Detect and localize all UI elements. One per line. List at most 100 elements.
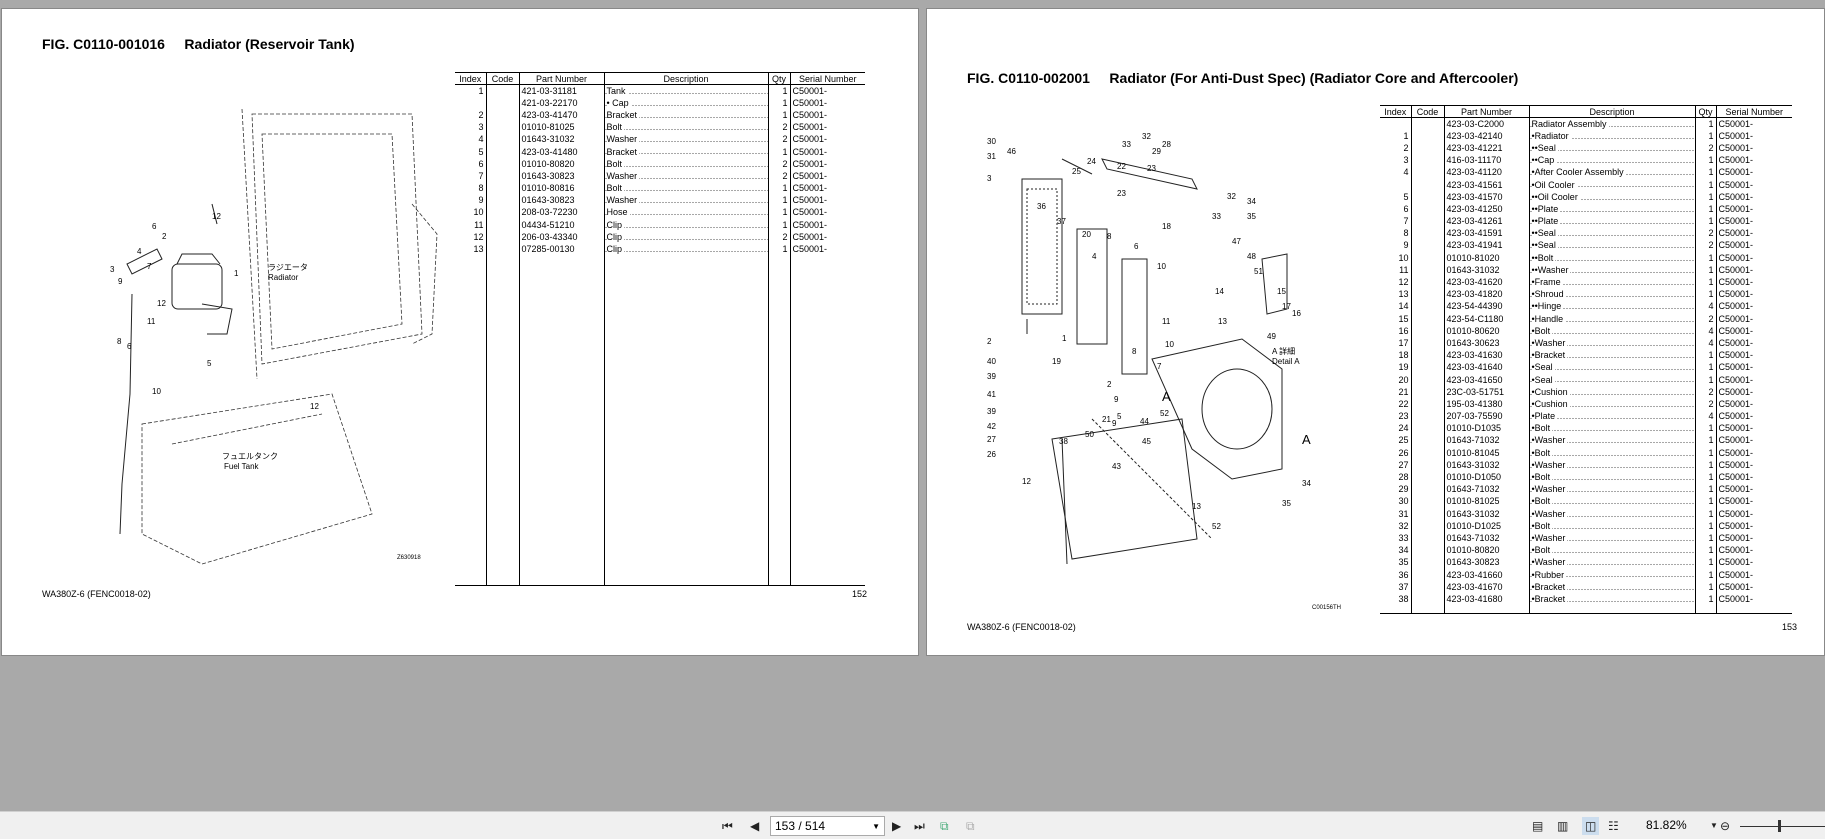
cell-qty: 1 [767,242,790,256]
cell-sn: C50001- [1715,470,1792,484]
two-page-continuous-icon[interactable]: ☷ [1608,819,1619,833]
cell-idx: 8 [478,183,484,194]
cell-desc: •Washer [1528,336,1695,350]
callout-number: 13 [1218,317,1227,326]
cell-desc: •Bolt [1528,544,1695,557]
callout-number: 7 [1157,362,1162,371]
cell-code [1410,446,1444,459]
cell-code [485,242,519,256]
description-text: •Washer [1531,337,1568,348]
cell-code [1410,141,1444,155]
cell-sn: C50001- [1715,312,1792,325]
column-header: Description [1528,105,1695,118]
description-text: Washer [606,134,640,145]
cell-code [1410,531,1444,545]
rotate-page-icon[interactable]: ⧉ [940,819,949,833]
first-page-button[interactable]: ⏮ [722,819,733,833]
callout-number: 12 [212,212,221,221]
cell-idx: 36 [1398,569,1409,580]
cell-code [1410,263,1444,276]
last-page-button[interactable]: ⏭ [914,819,925,833]
description-text: •Rubber [1531,569,1567,580]
cell-pn: 423-03-41680 [1443,592,1529,605]
cell-code [1410,580,1444,593]
callout-number: 9 [1112,419,1117,428]
next-page-button[interactable]: ▶ [892,819,902,833]
callout-number: 29 [1152,147,1161,156]
cell-pn: 01643-30823 [1443,556,1529,569]
description-text: •Bracket [1531,350,1568,361]
zoom-slider[interactable] [1740,826,1825,827]
cell-desc: Washer [603,194,768,207]
cell-code [1410,239,1444,252]
callout-number: 10 [1157,262,1166,271]
two-page-view-icon[interactable]: ◫ [1582,817,1600,835]
description-text: •Oil Cooler [1531,179,1577,190]
continuous-view-icon[interactable]: ▥ [1557,819,1569,833]
callout-number: 39 [987,372,996,381]
cell-pn: 01643-71032 [1443,531,1529,545]
cell-pn: 01643-71032 [1443,483,1529,496]
single-page-view-icon[interactable]: ▤ [1532,819,1544,833]
callout-number: 31 [987,152,996,161]
callout-number: 40 [987,357,996,366]
cell-desc: •Bracket [1528,349,1695,362]
zoom-level[interactable]: 81.82% [1646,818,1687,832]
cell-code [1410,349,1444,362]
zoom-out-icon[interactable]: ⊖ [1720,819,1731,833]
callout-number: 28 [1162,140,1171,149]
cell-qty: 1 [1694,495,1716,508]
description-text: Washer [606,170,640,181]
cell-desc: Clip [603,230,768,243]
cell-desc: •Bolt [1528,446,1695,459]
cell-pn: 01643-30823 [518,169,604,182]
cell-qty: 1 [1694,470,1716,484]
callout-number: 32 [1142,132,1151,141]
cell-code [1410,495,1444,508]
callout-number: 2 [1107,380,1112,389]
cell-pn: 01643-31032 [518,133,604,146]
zoom-slider-handle[interactable] [1778,820,1781,832]
cell-sn: C50001- [1715,434,1792,447]
prev-page-button[interactable]: ◀ [750,819,760,833]
cell-qty: 1 [767,218,790,231]
cell-sn: C50001- [789,133,865,146]
column-header: Code [485,72,519,85]
cell-code [1410,190,1444,203]
empty-cell [1410,605,1444,614]
cell-sn: C50001- [1715,446,1792,459]
cell-desc: Clip [603,218,768,231]
callout-number: 9 [118,277,123,286]
cell-idx: 9 [1403,240,1409,251]
cell-idx: 34 [1398,545,1409,556]
zoom-dropdown-icon[interactable]: ▼ [1710,821,1718,830]
cell-code [1410,324,1444,337]
callout-number: 23 [1147,164,1156,173]
cell-idx: 5 [1403,191,1409,202]
callout-number: 38 [1059,437,1068,446]
callout-number: 4 [1092,252,1097,261]
callout-number: 1 [1062,334,1067,343]
page-number-field[interactable]: 153 / 514▼ [770,816,885,836]
cell-idx: 16 [1398,325,1409,336]
cell-idx: 33 [1398,532,1409,543]
callout-number: 1 [234,269,239,278]
chevron-down-icon[interactable]: ▼ [872,822,880,831]
rotate-back-icon[interactable]: ⧉ [966,819,975,833]
callout-number: 18 [1162,222,1171,231]
callout-number: 7 [147,262,152,271]
callout-number: 11 [1162,317,1171,326]
cell-code [485,206,519,219]
callout-number: 41 [987,390,996,399]
cell-sn: C50001- [1715,117,1792,130]
cell-desc: ••Seal [1528,227,1695,240]
